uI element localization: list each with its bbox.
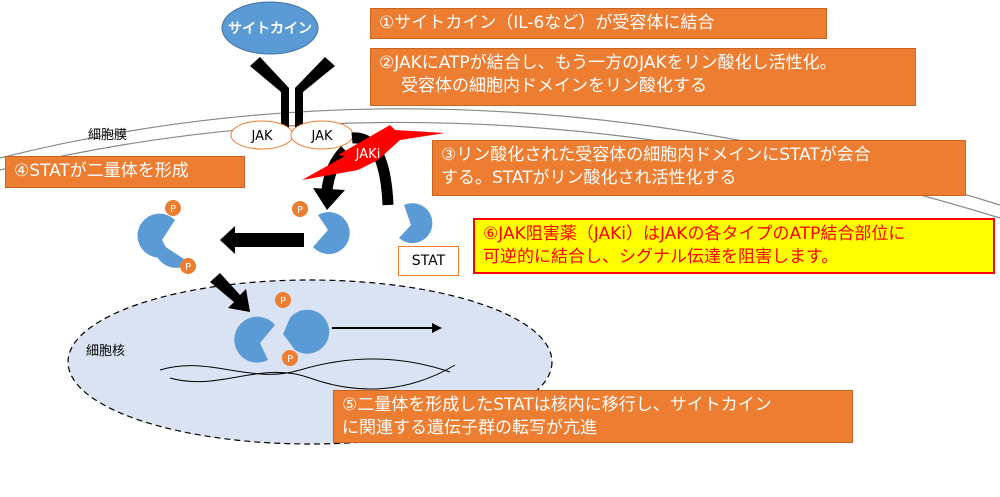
phosphate-icon [180,258,196,274]
step2-box: ②JAKにATPが結合し、もう一方のJAKをリン酸化し活性化。受容体の細胞内ドメ… [370,48,916,106]
arrowhead [313,188,345,210]
phosphate-icon [292,201,308,217]
step6-text: ⑥JAK阻害薬（JAKi）はJAKの各タイプのATP結合部位に [483,224,906,244]
stat-dimer-nuclear [283,309,330,354]
nuclear-translocation-arrow [210,273,250,312]
stat-dimer-top [137,213,175,258]
step5-box: ⑤二量体を形成したSTATは核内に移行し、サイトカインに関連する遺伝子群の転写が… [333,390,853,443]
phosphate-label: P [280,296,286,307]
nucleus-label: 細胞核 [86,344,126,359]
step4-box: ④STATが二量体を形成 [5,156,245,188]
step4-text: ④STATが二量体を形成 [14,161,189,181]
stat-dimer-bottom [154,240,190,268]
step3-box: ③リン酸化された受容体の細胞内ドメインにSTATが会合する。STATがリン酸化さ… [432,140,966,196]
step1-box: ①サイトカイン（IL-6など）が受容体に結合 [370,8,827,39]
cytokine-label: サイトカイン [228,21,312,37]
stat-phosphorylated [313,212,350,255]
jaki-lightning [302,125,445,180]
stat-unphosphorylated [399,203,433,244]
arrowhead [432,323,442,333]
step1-text: ①サイトカイン（IL-6など）が受容体に結合 [379,13,715,33]
step2-text: ②JAKにATPが結合し、もう一方のJAKをリン酸化し活性化。 [379,53,837,73]
step5-text: に関連する遺伝子群の転写が亢進 [342,418,597,438]
step5-text: ⑤二量体を形成したSTATは核内に移行し、サイトカイン [342,395,772,415]
dna-strand [169,364,456,390]
dimerize-arrow [220,226,304,254]
jak-right-label: JAK [310,129,332,144]
phosphate-icon [282,350,298,366]
stat-dimer-nuclear [234,316,275,363]
step6-box: ⑥JAK阻害薬（JAKi）はJAKの各タイプのATP結合部位に可逆的に結合し、シ… [473,218,995,274]
phosphate-label: P [297,205,303,216]
stat-label: STAT [398,246,459,276]
jak-left-label: JAK [250,129,272,144]
phosphate-label: P [287,354,293,365]
step6-text: 可逆的に結合し、シグナル伝達を阻害します。 [483,247,839,267]
phosphate-icon [275,292,291,308]
phosphate-label: P [170,204,176,215]
dna-strand [159,358,451,375]
jaki-label: JAKi [355,147,381,162]
membrane-label: 細胞膜 [88,128,128,143]
cytokine [221,1,319,55]
phosphate-icon [165,200,181,216]
step3-text: する。STATがリン酸化され活性化する [441,168,737,188]
receptor [250,57,335,128]
phosphate-label: P [185,262,191,273]
step3-text: ③リン酸化された受容体の細胞内ドメインにSTATが会合 [441,145,871,165]
step2-text: 受容体の細胞内ドメインをリン酸化する [401,76,707,96]
